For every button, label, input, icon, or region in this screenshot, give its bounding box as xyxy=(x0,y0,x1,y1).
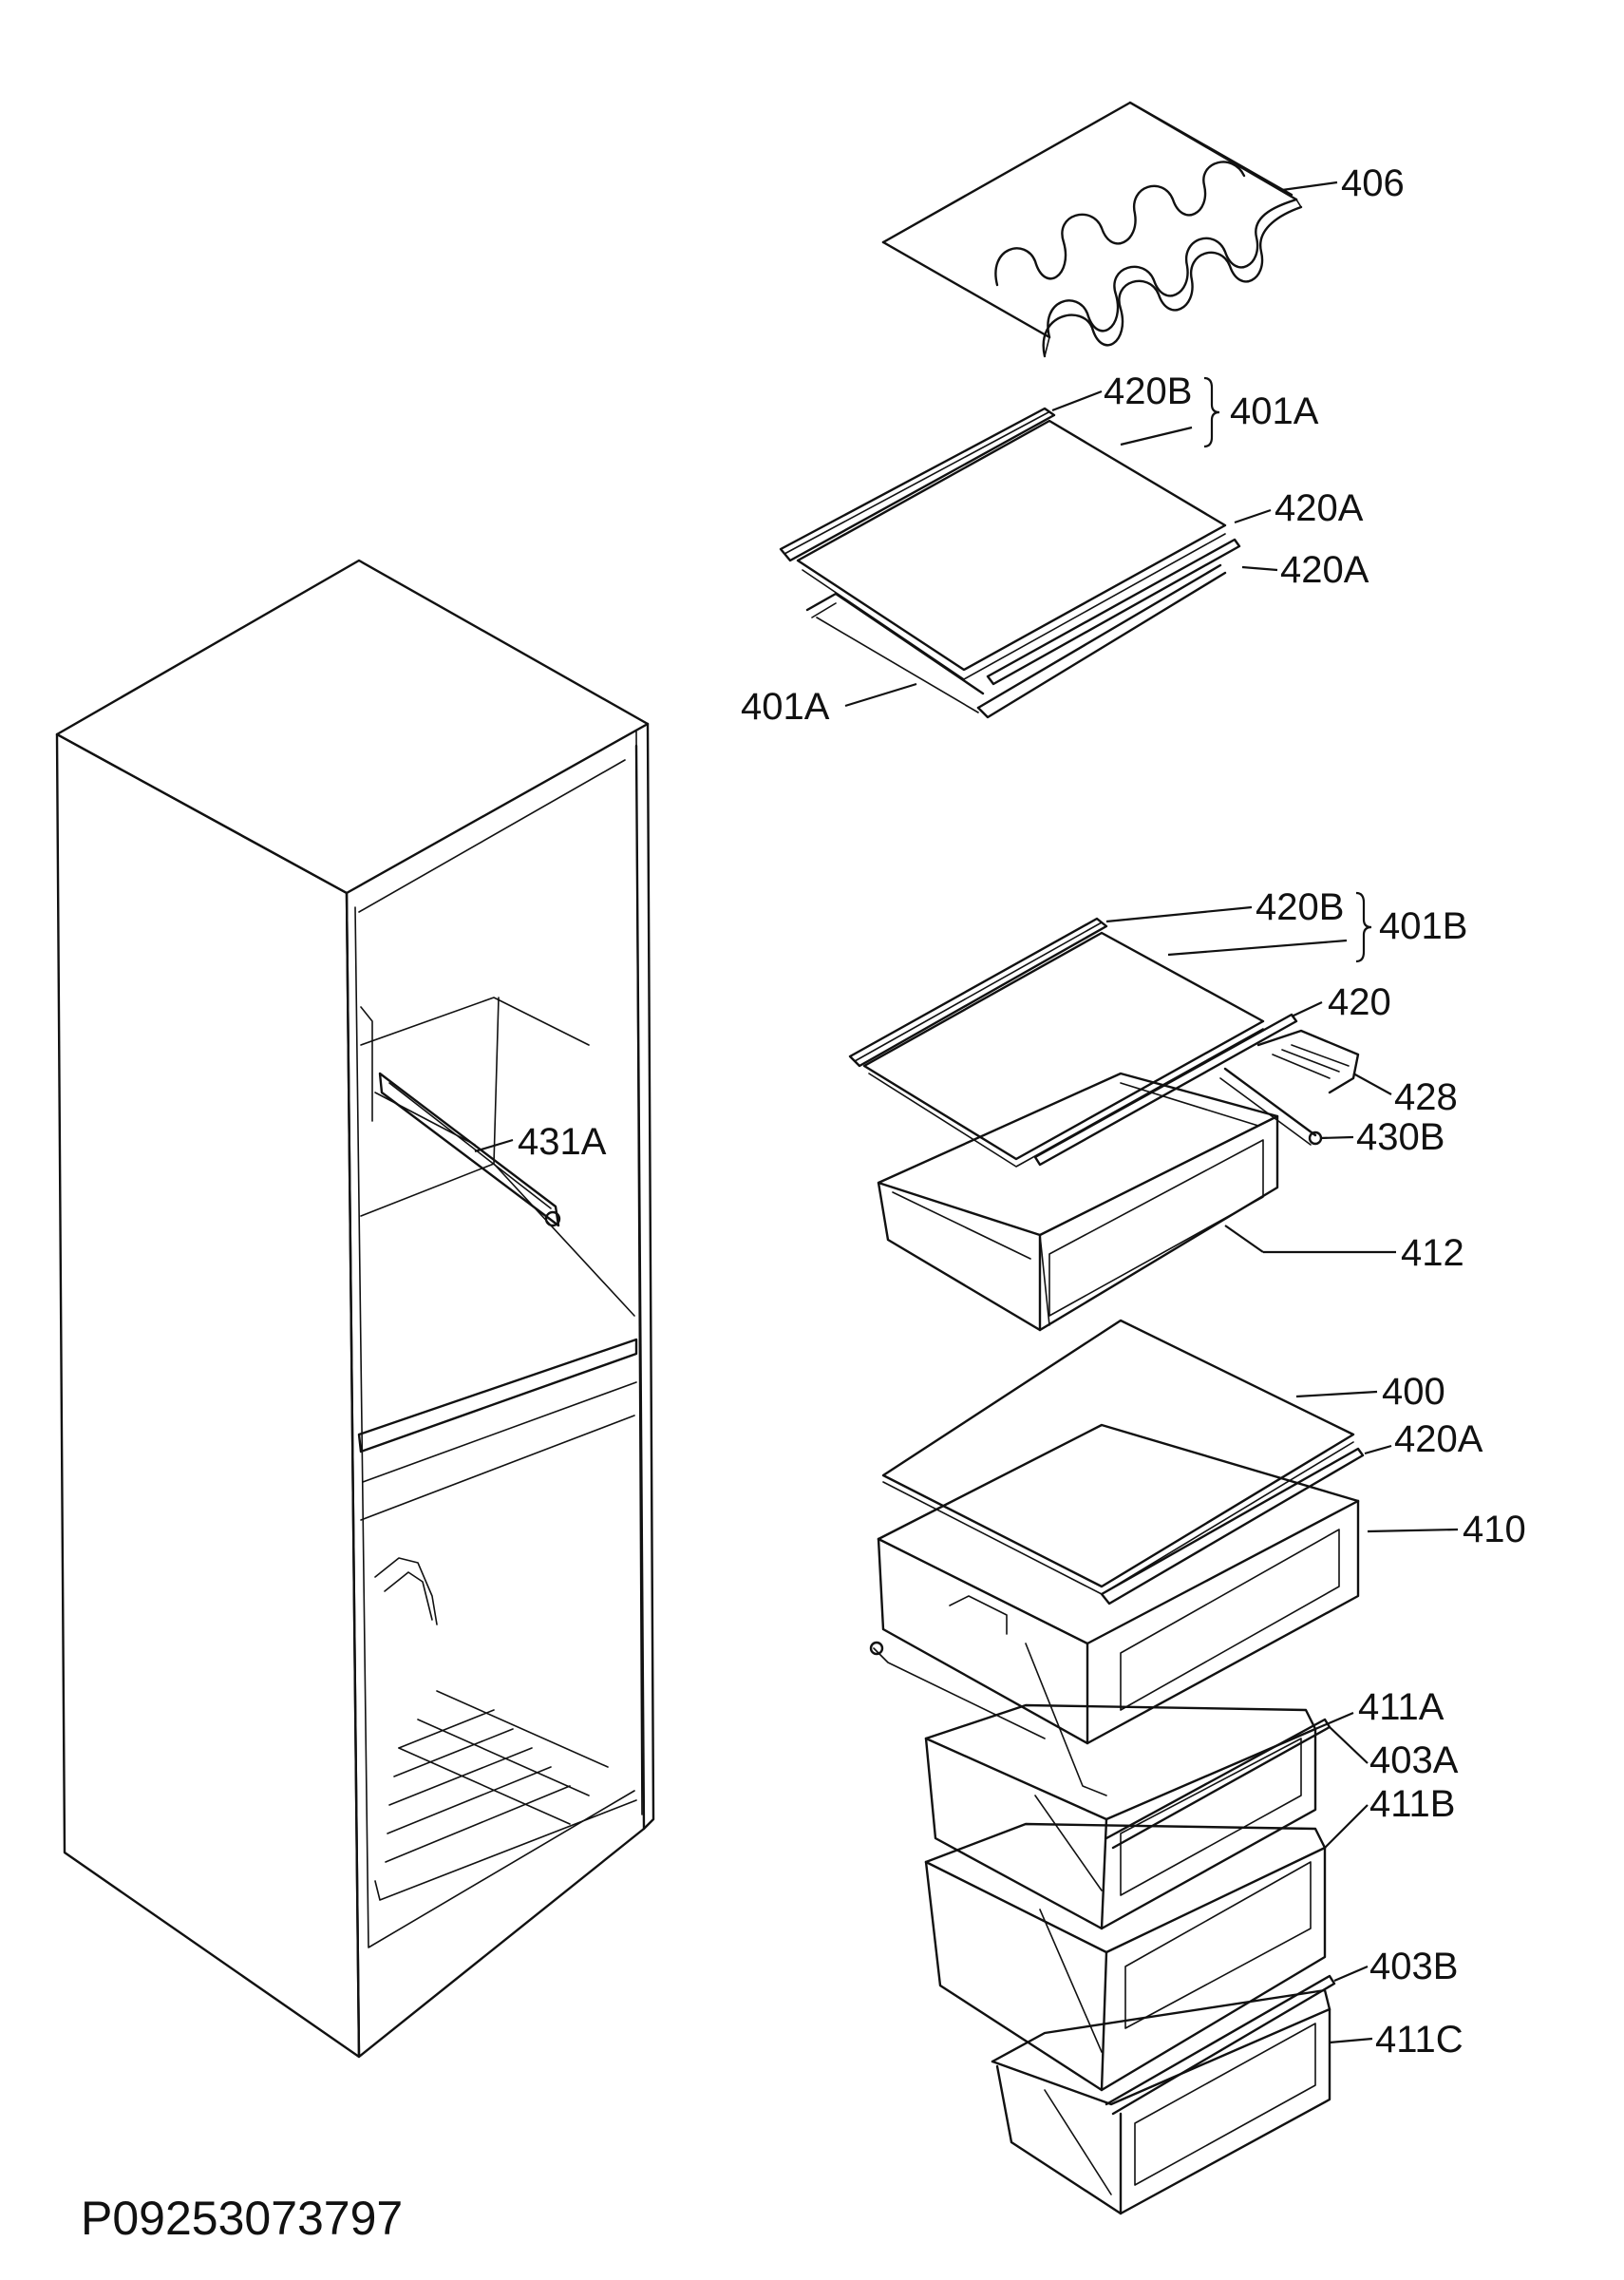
shelf-assembly-401B xyxy=(848,917,1360,1168)
label-411A: 411A xyxy=(1358,1686,1445,1728)
drawer-412 xyxy=(877,1072,1279,1332)
wine-rack-406 xyxy=(881,101,1303,358)
label-411C: 411C xyxy=(1375,2019,1463,2061)
label-420A-2: 420A xyxy=(1280,549,1369,591)
label-430B: 430B xyxy=(1356,1116,1445,1158)
drawer-411A xyxy=(924,1703,1331,1930)
glass-plate-400 xyxy=(881,1319,1355,1595)
label-401A-bottom: 401A xyxy=(741,686,830,728)
label-420A-1: 420A xyxy=(1275,487,1364,529)
label-403A: 403A xyxy=(1369,1739,1459,1781)
document-code: P09253073797 xyxy=(81,2192,403,2245)
label-401A-top: 401A xyxy=(1230,390,1319,432)
label-420B-top: 420B xyxy=(1104,370,1192,412)
part-labels: 406 420B 401A 420A 420A 401A 420B 401B 4… xyxy=(518,162,1526,2061)
label-411B: 411B xyxy=(1369,1783,1455,1825)
label-412: 412 xyxy=(1401,1232,1464,1274)
label-431A: 431A xyxy=(518,1121,607,1163)
shelf-assembly-401A-upper xyxy=(779,407,1241,719)
label-400: 400 xyxy=(1382,1371,1445,1413)
label-420A-3: 420A xyxy=(1394,1418,1483,1460)
label-410: 410 xyxy=(1463,1509,1526,1550)
drawer-411C xyxy=(991,1988,1331,2215)
label-420: 420 xyxy=(1328,981,1391,1023)
label-406: 406 xyxy=(1341,162,1405,204)
label-403B: 403B xyxy=(1369,1946,1458,1987)
fridge-cabinet xyxy=(55,559,655,2059)
label-401B: 401B xyxy=(1379,905,1467,947)
leader-lines xyxy=(474,180,1459,2044)
label-428: 428 xyxy=(1394,1076,1458,1118)
drawer-410 xyxy=(869,1423,1365,1796)
drawer-411B xyxy=(924,1822,1336,2116)
label-420B-mid: 420B xyxy=(1256,886,1344,928)
